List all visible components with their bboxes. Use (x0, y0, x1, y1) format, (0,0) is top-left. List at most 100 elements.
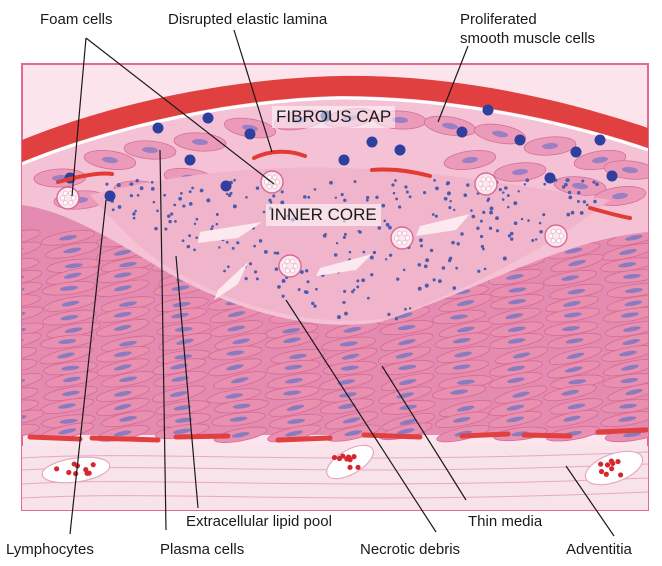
debris-dot (393, 192, 396, 195)
red-blood-cell (355, 465, 360, 470)
debris-dot (195, 237, 198, 240)
debris-dot (245, 196, 248, 199)
debris-dot (472, 215, 476, 219)
debris-dot (425, 284, 429, 288)
lipid-vacuole (405, 236, 409, 240)
label-disrupted-elastic-lamina: Disrupted elastic lamina (168, 12, 327, 29)
lipid-vacuole (69, 201, 73, 205)
debris-dot (476, 227, 479, 230)
red-blood-cell (609, 466, 614, 471)
debris-dot (503, 257, 507, 261)
debris-dot (324, 233, 326, 235)
debris-dot (387, 313, 390, 316)
lipid-vacuole (557, 229, 561, 233)
debris-dot (577, 191, 581, 195)
debris-dot (370, 273, 373, 276)
debris-dot (457, 242, 460, 245)
lipid-vacuole (264, 180, 268, 184)
debris-dot (118, 205, 122, 209)
red-blood-cell (346, 454, 351, 459)
debris-dot (276, 251, 279, 254)
nucleus (607, 171, 618, 182)
debris-dot (315, 288, 318, 291)
lipid-vacuole (551, 239, 555, 243)
lipid-vacuole (394, 236, 398, 240)
label-fibrous-cap: FIBROUS CAP (272, 106, 395, 128)
debris-dot (306, 280, 309, 283)
debris-dot (463, 193, 467, 197)
debris-dot (502, 198, 505, 201)
debris-dot (188, 234, 191, 237)
debris-dot (444, 197, 448, 201)
debris-dot (403, 269, 406, 272)
debris-dot (367, 297, 370, 300)
debris-dot (438, 279, 442, 283)
debris-dot (451, 241, 455, 245)
debris-dot (226, 241, 229, 244)
debris-dot (189, 190, 192, 193)
debris-dot (568, 191, 571, 194)
red-blood-cell (615, 459, 620, 464)
debris-dot (343, 290, 346, 293)
nucleus (105, 191, 116, 202)
debris-dot (395, 197, 398, 200)
debris-dot (395, 317, 398, 320)
lipid-vacuole (275, 180, 279, 184)
debris-dot (233, 204, 237, 208)
debris-dot (210, 228, 213, 231)
debris-dot (507, 194, 510, 197)
debris-dot (196, 218, 199, 221)
debris-dot (164, 227, 167, 230)
debris-dot (446, 182, 449, 185)
debris-dot (525, 178, 529, 182)
debris-dot (353, 289, 356, 292)
debris-dot (253, 245, 256, 248)
debris-dot (264, 250, 268, 254)
debris-dot (163, 194, 166, 197)
debris-dot (193, 248, 196, 251)
debris-dot (282, 295, 285, 298)
debris-dot (223, 270, 226, 273)
debris-dot (502, 191, 504, 193)
debris-dot (249, 262, 252, 265)
debris-dot (389, 254, 392, 257)
debris-dot (336, 242, 338, 244)
debris-dot (362, 251, 365, 254)
red-blood-cell (83, 467, 88, 472)
label-lymphocytes: Lymphocytes (6, 542, 94, 559)
nucleus (367, 137, 378, 148)
debris-dot (359, 230, 362, 233)
lipid-vacuole (273, 175, 277, 179)
debris-dot (117, 183, 121, 187)
lipid-vacuole (487, 177, 491, 181)
debris-dot (385, 258, 387, 260)
smooth-muscle-nucleus (3, 428, 21, 435)
debris-dot (130, 194, 133, 197)
debris-dot (112, 208, 115, 211)
debris-dot (595, 182, 599, 186)
debris-dot (343, 199, 346, 202)
debris-dot (432, 213, 435, 216)
debris-dot (356, 279, 359, 282)
nucleus (395, 145, 406, 156)
lipid-vacuole (291, 259, 295, 263)
debris-dot (232, 247, 235, 250)
debris-dot (337, 315, 341, 319)
debris-dot (489, 211, 493, 215)
debris-dot (218, 246, 220, 248)
debris-dot (404, 308, 407, 311)
debris-dot (227, 265, 230, 268)
debris-dot (418, 263, 421, 266)
red-blood-cell (599, 469, 604, 474)
red-blood-cell (73, 471, 78, 476)
debris-dot (366, 199, 369, 202)
label-inner-core: INNER CORE (266, 204, 381, 226)
debris-dot (409, 195, 412, 198)
debris-dot (211, 225, 214, 228)
debris-dot (136, 179, 139, 182)
debris-dot (423, 191, 426, 194)
label-necrotic-debris: Necrotic debris (360, 542, 460, 559)
debris-dot (453, 209, 455, 211)
debris-dot (226, 193, 228, 195)
debris-dot (168, 220, 171, 223)
